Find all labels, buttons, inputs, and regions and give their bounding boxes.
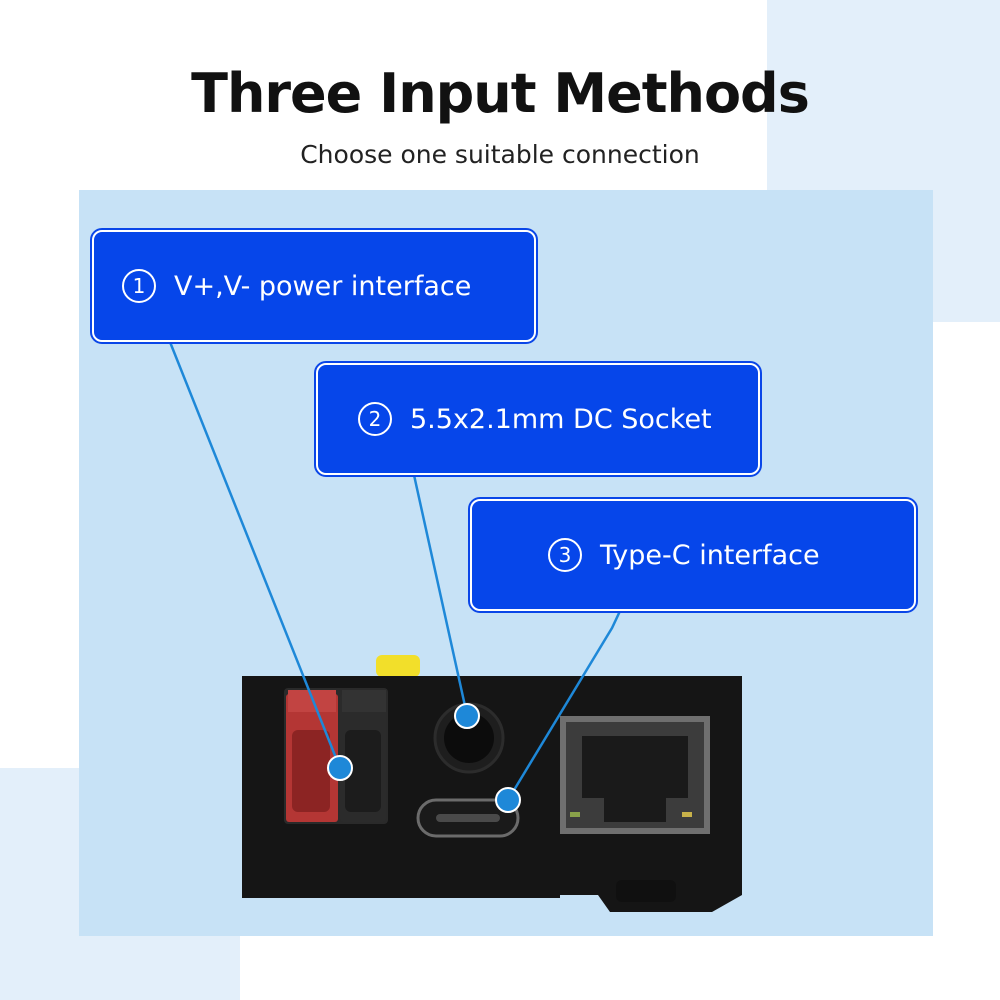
reset-button	[376, 655, 420, 677]
callout-label-1: V+,V- power interface	[174, 270, 472, 302]
power-terminal	[284, 688, 388, 824]
page-subtitle: Choose one suitable connection	[300, 140, 700, 169]
dc-socket	[433, 702, 505, 774]
callout-number-2: 2	[358, 402, 392, 436]
callout-power-interface: 1 V+,V- power interface	[90, 228, 538, 344]
callout-dc-socket: 2 5.5x2.1mm DC Socket	[314, 361, 762, 477]
mounting-foot	[616, 880, 676, 902]
callout-type-c: 3 Type-C interface	[468, 497, 918, 613]
callout-label-3: Type-C interface	[600, 539, 820, 571]
type-c-port	[416, 798, 520, 838]
page-title: Three Input Methods	[191, 62, 810, 125]
callout-number-1: 1	[122, 269, 156, 303]
callout-label-2: 5.5x2.1mm DC Socket	[410, 403, 712, 435]
ethernet-port	[560, 716, 710, 834]
callout-number-3: 3	[548, 538, 582, 572]
